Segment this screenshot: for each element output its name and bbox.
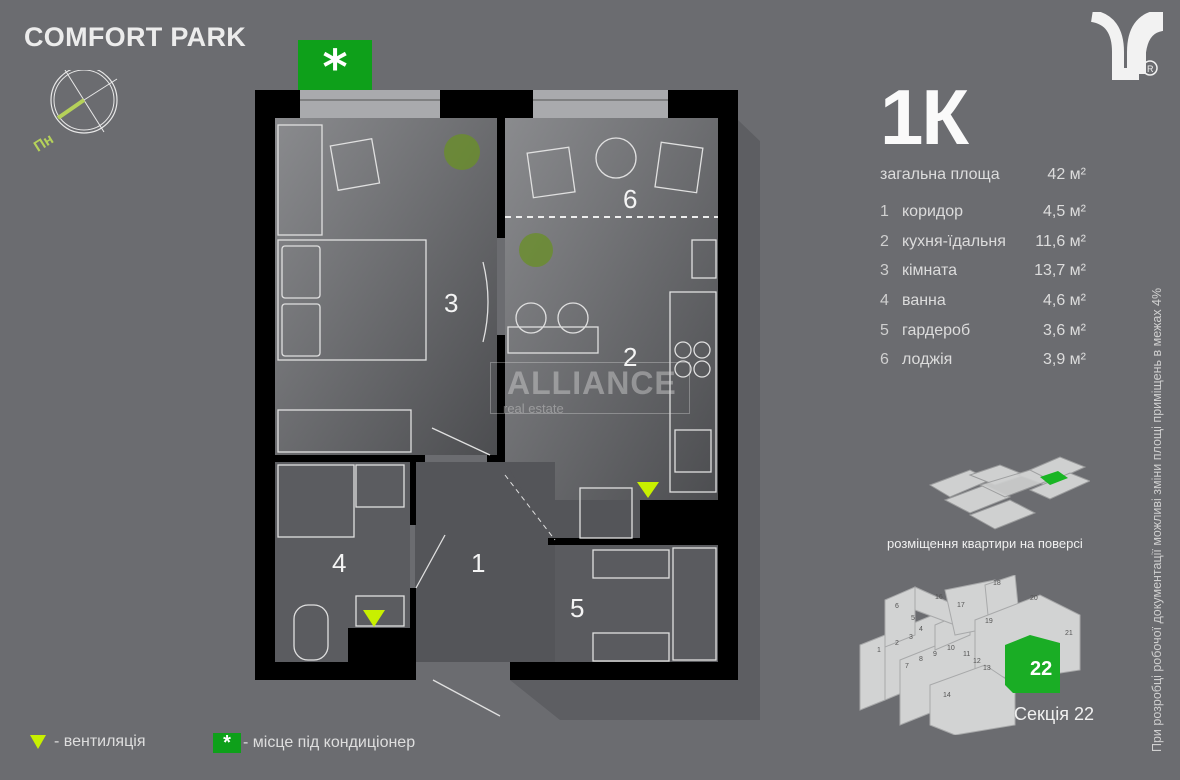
room-label-4: 4 bbox=[332, 548, 347, 578]
svg-text:17: 17 bbox=[957, 602, 965, 609]
room-label-2: 2 bbox=[623, 342, 638, 372]
legend-ventilation: - вентиляція bbox=[30, 733, 145, 751]
ventilation-icon bbox=[637, 482, 659, 498]
svg-text:22: 22 bbox=[1030, 658, 1052, 680]
svg-text:2: 2 bbox=[895, 640, 899, 647]
floor-placement-caption: розміщення квартири на поверсі bbox=[887, 536, 1083, 551]
svg-text:19: 19 bbox=[985, 618, 993, 625]
svg-text:18: 18 bbox=[993, 580, 1001, 587]
svg-text:3: 3 bbox=[909, 634, 913, 641]
compass-icon: Пн bbox=[31, 70, 118, 155]
brand-logo-icon: R bbox=[1090, 12, 1163, 80]
section-22-highlight bbox=[1005, 635, 1060, 693]
svg-text:7: 7 bbox=[905, 663, 909, 670]
floor-plan: * bbox=[255, 40, 760, 720]
brand-title: COMFORT PARK bbox=[24, 22, 247, 52]
svg-text:20: 20 bbox=[1030, 595, 1038, 602]
svg-text:8: 8 bbox=[919, 656, 923, 663]
svg-text:9: 9 bbox=[933, 651, 937, 658]
plant-icon bbox=[444, 134, 553, 267]
room-label-1: 1 bbox=[471, 548, 486, 578]
legend-ac: * - місце під кондиціонер bbox=[213, 732, 415, 754]
svg-text:4: 4 bbox=[919, 626, 923, 633]
total-area-row: загальна площа 42 м² bbox=[880, 166, 1086, 183]
apartment-highlight bbox=[1040, 471, 1068, 485]
watermark: ALLIANCE real estate bbox=[490, 362, 690, 416]
svg-text:16: 16 bbox=[935, 594, 943, 601]
svg-text:*: * bbox=[322, 40, 347, 96]
room-label-6: 6 bbox=[623, 184, 638, 214]
ventilation-icon bbox=[30, 735, 46, 749]
svg-text:13: 13 bbox=[983, 665, 991, 672]
svg-text:11: 11 bbox=[963, 651, 970, 658]
apartment-type: 1К bbox=[880, 73, 969, 161]
svg-text:6: 6 bbox=[895, 603, 899, 610]
svg-text:21: 21 bbox=[1065, 630, 1073, 637]
room-label-3: 3 bbox=[444, 288, 459, 318]
svg-text:5: 5 bbox=[911, 615, 915, 622]
ventilation-icon bbox=[363, 610, 385, 627]
area-disclaimer: При розробці робочої документації можлив… bbox=[1150, 287, 1164, 752]
svg-text:10: 10 bbox=[947, 645, 955, 652]
floor-placement-map bbox=[928, 456, 1090, 530]
room-label-5: 5 bbox=[570, 593, 585, 623]
ac-icon: * bbox=[213, 732, 241, 754]
section-caption: Секція 22 bbox=[1014, 704, 1094, 724]
ac-location-icon bbox=[298, 40, 372, 90]
svg-text:R: R bbox=[1147, 64, 1154, 74]
svg-text:12: 12 bbox=[973, 658, 981, 665]
svg-text:1: 1 bbox=[877, 647, 881, 654]
svg-text:14: 14 bbox=[943, 692, 951, 699]
